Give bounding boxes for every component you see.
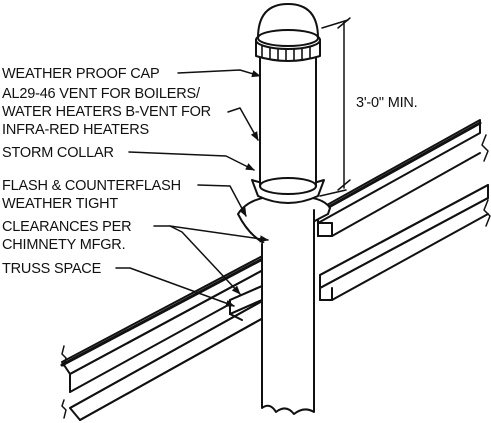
pipe-upper xyxy=(259,55,317,187)
vent-pipe xyxy=(237,3,331,415)
label-vent-line1: AL29-46 VENT FOR BOILERS/ xyxy=(2,86,201,102)
callout-labels: WEATHER PROOF CAP AL29-46 VENT FOR BOILE… xyxy=(2,66,211,277)
pipe-lower xyxy=(261,209,315,415)
roof-edge-beam-right xyxy=(316,119,482,237)
roof-framing xyxy=(60,119,491,421)
label-weather-cap: WEATHER PROOF CAP xyxy=(2,66,159,82)
label-clear-line1: CLEARANCES PER xyxy=(2,219,131,235)
dimension-3ft xyxy=(319,17,351,197)
label-flash-line2: WEATHER TIGHT xyxy=(2,196,118,212)
label-flash-line1: FLASH & COUNTERFLASH xyxy=(2,178,181,194)
dimension-label: 3'-0" MIN. xyxy=(356,95,418,111)
leader-lines xyxy=(115,69,269,307)
weather-cap xyxy=(255,3,321,62)
label-vent-line3: INFRA-RED HEATERS xyxy=(2,122,149,138)
label-vent-line2: WATER HEATERS B-VENT FOR xyxy=(2,104,211,120)
label-storm-collar: STORM COLLAR xyxy=(2,145,114,161)
label-truss-space: TRUSS SPACE xyxy=(2,261,102,277)
truss-beam-right xyxy=(319,184,489,301)
label-clear-line2: CHIMNETY MFGR. xyxy=(2,237,125,253)
